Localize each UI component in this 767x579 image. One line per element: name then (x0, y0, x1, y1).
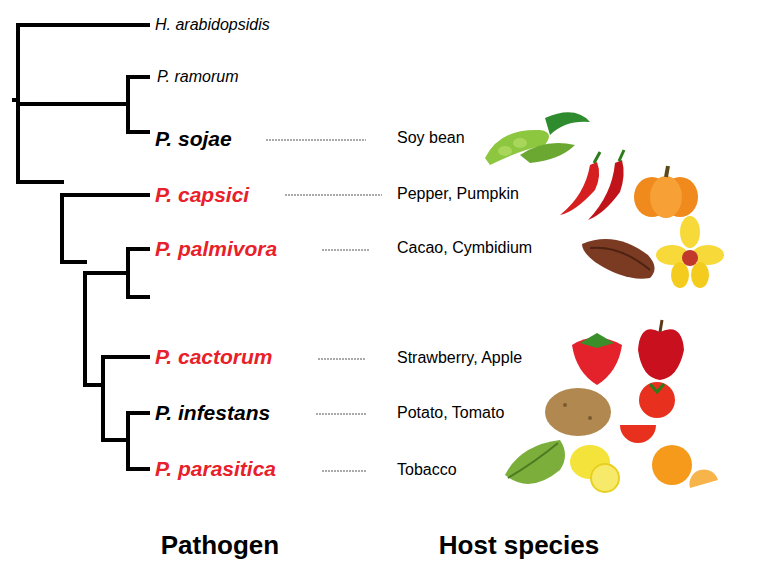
host-label: Potato, Tomato (397, 404, 504, 422)
host-label: Pepper, Pumpkin (397, 185, 519, 203)
leaf-icon (505, 440, 565, 484)
column-heading: Host species (439, 531, 599, 561)
soybean-icon (485, 112, 590, 165)
host-label: Tobacco (397, 461, 457, 479)
pathogen-label: P. parasitica (155, 457, 276, 481)
pathogen-label: P. capsici (155, 183, 249, 207)
host-label: Strawberry, Apple (397, 349, 522, 367)
pathogen-label: P. cactorum (155, 345, 273, 369)
leader-lines (266, 140, 382, 471)
potato-icon (545, 388, 611, 436)
host-label: Cacao, Cymbidium (397, 239, 532, 257)
pathogen-label: P. infestans (155, 401, 270, 425)
apple-icon (638, 320, 684, 380)
pumpkin-icon (634, 166, 698, 218)
cacao-icon (582, 239, 655, 279)
pathogen-label: P. palmivora (155, 237, 277, 261)
pathogen-label: P. sojae (155, 127, 232, 151)
outgroup-label: H. arabidopsidis (155, 16, 270, 34)
host-label: Soy bean (397, 129, 465, 147)
phylogenetic-tree (14, 25, 148, 469)
chili-icon (560, 150, 624, 220)
lemon-icon (570, 445, 619, 492)
orange-icon (652, 445, 718, 488)
tomato-icon (620, 382, 675, 443)
orchid-icon (656, 216, 724, 288)
column-heading: Pathogen (161, 531, 279, 561)
species-label: P. ramorum (157, 68, 239, 86)
strawberry-icon (572, 333, 622, 385)
